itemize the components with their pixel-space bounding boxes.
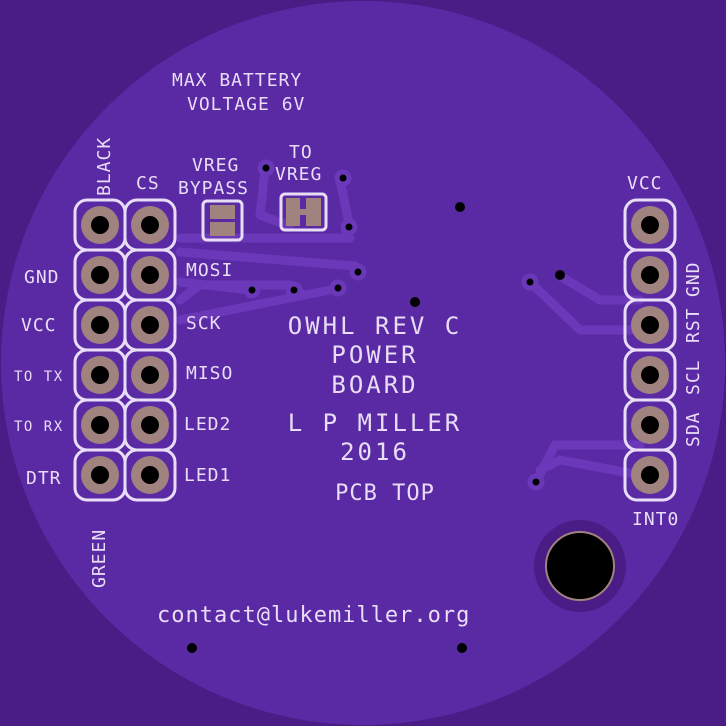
middle-header-pins <box>123 198 177 502</box>
vias <box>243 159 545 491</box>
mounting-hole <box>545 531 615 601</box>
mid-label-led2: LED2 <box>184 414 232 435</box>
left-label-dtr: DTR <box>26 468 62 489</box>
contact-email: contact@lukemiller.org <box>157 603 471 628</box>
to-vreg-label-line1: TO <box>289 142 313 163</box>
pcb-top-label: PCB TOP <box>335 481 435 506</box>
left-header-pins <box>73 198 127 502</box>
black-wire-label: BLACK <box>94 136 115 196</box>
vreg-bypass-label-line2: BYPASS <box>178 178 250 199</box>
cs-label: CS <box>136 173 160 194</box>
to-vreg-jumper <box>279 192 328 232</box>
mid-label-led1: LED1 <box>184 465 232 486</box>
mid-label-miso: MISO <box>186 363 234 384</box>
right-header-pins <box>623 198 677 502</box>
vreg-bypass-jumper <box>201 199 244 242</box>
mid-label-sck: SCK <box>186 313 222 334</box>
author-label: L P MILLER <box>287 409 463 437</box>
max-battery-label-line2: VOLTAGE 6V <box>187 94 306 115</box>
right-label-scl: SCL <box>683 359 704 395</box>
small-vias <box>187 202 565 653</box>
left-label-gnd: GND <box>24 267 60 288</box>
right-label-rst: RST <box>683 307 704 343</box>
title-line-1: OWHL REV C <box>287 312 463 340</box>
to-vreg-label-line2: VREG <box>275 164 323 185</box>
left-label-vcc: VCC <box>21 315 57 336</box>
left-label-to-rx: TO RX <box>14 419 64 435</box>
green-wire-label: GREEN <box>89 528 110 588</box>
title-line-3: BOARD <box>331 371 419 399</box>
vreg-bypass-label-line1: VREG <box>192 155 240 176</box>
mid-label-mosi: MOSI <box>186 260 234 281</box>
left-label-to-tx: TO TX <box>14 369 64 385</box>
right-label-int0: INT0 <box>632 509 680 530</box>
right-label-sda: SDA <box>683 411 704 447</box>
year-label: 2016 <box>340 438 410 466</box>
max-battery-label-line1: MAX BATTERY <box>172 70 303 91</box>
right-label-vcc: VCC <box>627 173 663 194</box>
title-line-2: POWER <box>331 341 419 369</box>
right-label-gnd: GND <box>683 261 704 297</box>
